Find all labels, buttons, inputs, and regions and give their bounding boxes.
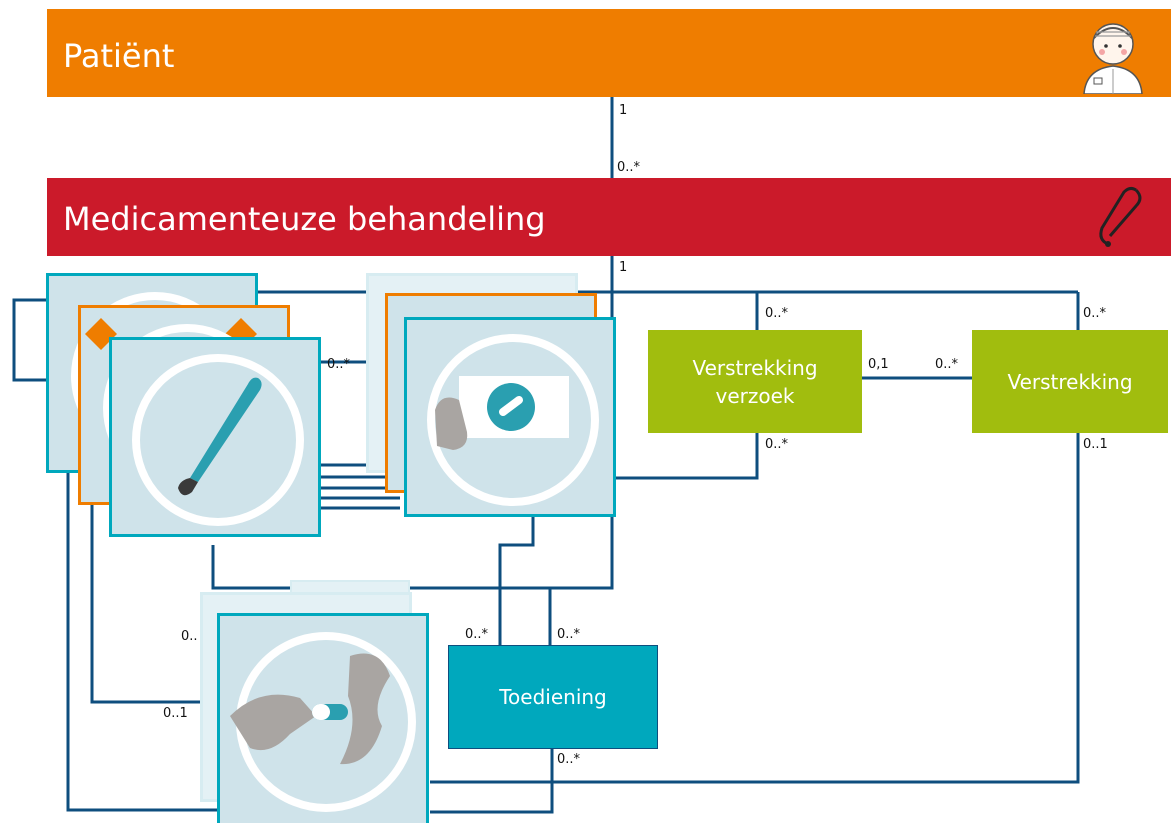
- card-prescription[interactable]: [109, 337, 321, 537]
- mult-dispense-bottom: 0..1: [1083, 437, 1108, 452]
- class-dispense[interactable]: Verstrekking: [972, 330, 1168, 433]
- mult-admin-bottom: 0..*: [557, 752, 581, 767]
- patient-label: Patiënt: [63, 37, 175, 75]
- pill-card-icon: [427, 334, 599, 506]
- mult-dispense-top: 0..*: [1083, 306, 1107, 321]
- mult-admin-left: 0..*: [465, 627, 489, 642]
- mult-lower-card-low: 0..1: [163, 706, 188, 721]
- dispense-label: Verstrekking: [1007, 369, 1133, 394]
- mult-request-right: 0,1: [868, 357, 889, 372]
- treatment-label: Medicamenteuze behandeling: [63, 200, 546, 238]
- mult-cards-left: 0..*: [327, 357, 351, 372]
- stethoscope-icon: [1099, 186, 1142, 247]
- mult-request-top: 0..*: [765, 306, 789, 321]
- class-administration[interactable]: Toediening: [448, 645, 658, 749]
- pill-hand-icon: [230, 632, 416, 812]
- mult-treatment-end: 1: [619, 260, 628, 275]
- mult-treatment-from-patient: 0..*: [617, 160, 641, 175]
- card-medication[interactable]: [404, 317, 616, 517]
- patient-figure-icon: [1083, 23, 1143, 94]
- mult-lower-card-left: 0..: [181, 629, 198, 644]
- class-patient[interactable]: Patiënt: [47, 9, 1171, 97]
- card-intake[interactable]: [217, 613, 429, 823]
- administration-label: Toediening: [499, 685, 607, 709]
- class-treatment[interactable]: Medicamenteuze behandeling: [47, 178, 1171, 256]
- mult-dispense-left: 0..*: [935, 357, 959, 372]
- pen-icon: [132, 354, 304, 526]
- mult-patient-end: 1: [619, 103, 628, 118]
- mult-admin-top: 0..*: [557, 627, 581, 642]
- mult-request-bottom: 0..*: [765, 437, 789, 452]
